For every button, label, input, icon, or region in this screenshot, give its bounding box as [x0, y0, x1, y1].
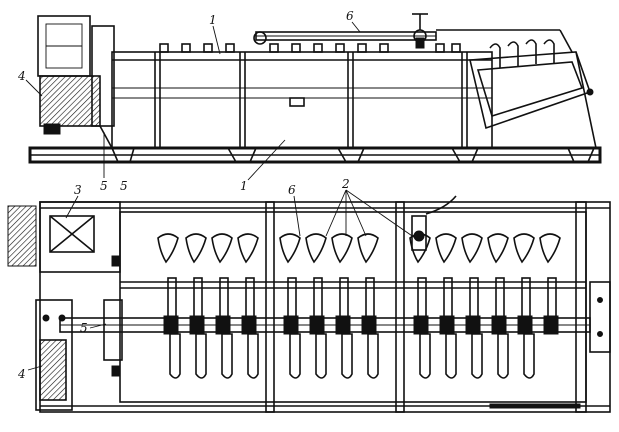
main-shaft [59, 317, 591, 333]
drum-body [111, 51, 493, 149]
callout-5-top-b: 5 [120, 179, 128, 193]
end-bearing-right [489, 281, 611, 409]
callout-4-bottom: 4 [17, 367, 26, 381]
callout-2: 2 [341, 177, 350, 191]
leader-lines-top [25, 21, 361, 178]
drive-motor [37, 15, 91, 77]
cross-rails [265, 201, 587, 413]
callout-5-bottom: 5 [80, 321, 88, 335]
drive-gearbox [39, 25, 115, 149]
paddle-row-upper [157, 233, 561, 264]
paddle-tops [159, 43, 461, 53]
valve-assembly [411, 195, 457, 251]
paddle-arms [167, 277, 557, 319]
inspection-hatch [289, 97, 305, 107]
drive-section-plan [7, 201, 123, 411]
water-pipe [253, 13, 573, 53]
support-feet [111, 147, 595, 163]
frame-posts [154, 52, 468, 148]
callout-3: 3 [74, 183, 82, 197]
side-elevation-view: 1 6 4 5 5 [17, 9, 602, 193]
callout-1-top: 1 [209, 13, 217, 27]
callout-6-top: 6 [346, 9, 354, 23]
leader-lines-bottom [27, 189, 419, 371]
callout-6-bottom: 6 [288, 183, 296, 197]
tub-outline [119, 211, 587, 403]
discharge-chute [469, 39, 597, 149]
callout-1-mid: 1 [240, 179, 248, 193]
plan-view: 3 6 2 5 4 [7, 177, 611, 413]
callout-5-top: 5 [100, 179, 108, 193]
paddle-row-lower [169, 333, 535, 379]
callout-4-top: 4 [17, 69, 26, 83]
